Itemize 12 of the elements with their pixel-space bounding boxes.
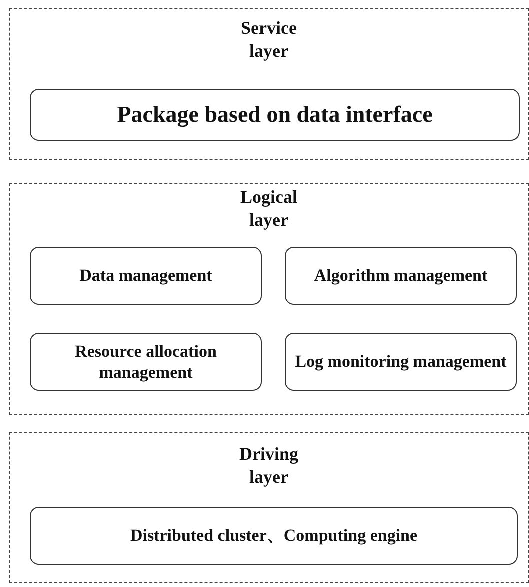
layer-title: Driving layer: [238, 443, 300, 490]
module-box: Algorithm management: [285, 247, 517, 305]
module-box: Resource allocation management: [30, 333, 262, 391]
module-box: Log monitoring management: [285, 333, 517, 391]
layer-panel: [9, 8, 529, 160]
layer-title: Service layer: [240, 17, 298, 64]
layer-panel: [9, 183, 529, 415]
layer-title: Logical layer: [240, 186, 298, 232]
module-box: Distributed cluster、Computing engine: [30, 507, 518, 565]
module-box: Package based on data interface: [30, 89, 520, 141]
layer-panel: [9, 432, 529, 583]
module-box: Data management: [30, 247, 262, 305]
